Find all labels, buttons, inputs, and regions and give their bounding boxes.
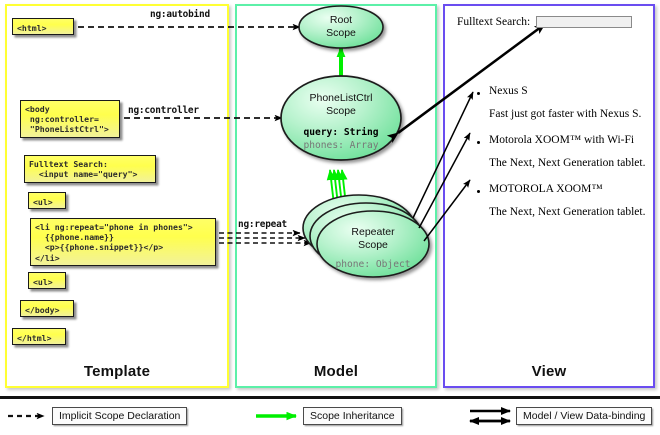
view-item-snippet-3: The Next, Next Generation tablet.: [489, 206, 646, 218]
arrow-binding-item-2: [418, 132, 471, 229]
repeater-scope-line2: Scope: [358, 239, 388, 251]
root-scope-node: Root Scope: [298, 5, 384, 49]
root-scope-line1: Root: [330, 14, 352, 26]
html-close-box: </html>: [12, 328, 66, 345]
view-item-title-3: MOTOROLA XOOM™: [489, 183, 603, 195]
phonelistctrl-scope-phones-prop: phones: Array: [303, 140, 378, 151]
legend-implicit-scope-declaration: Implicit Scope Declaration: [52, 407, 188, 425]
arrow-binding-query-input: [386, 22, 546, 143]
body-close-box: </body>: [20, 300, 74, 317]
repeater-scope-line1: Repeater: [351, 226, 395, 238]
phonelistctrl-scope-node: PhoneListCtrl Scope query: String phones…: [280, 75, 402, 161]
ng-repeat-label: ng:repeat: [238, 219, 287, 230]
view-search-row: Fulltext Search:: [457, 16, 633, 28]
view-search-input[interactable]: [536, 16, 633, 28]
fulltext-search-box: Fulltext Search: <input name="query">: [24, 155, 156, 183]
legend-scope-inheritance: Scope Inheritance: [303, 407, 402, 425]
arrow-binding-item-3: [423, 179, 471, 242]
repeater-scope-phone-prop: phone: Object: [335, 259, 410, 270]
view-bullet-icon: [477, 141, 481, 145]
ul-open-box: <ul>: [28, 192, 66, 209]
phonelistctrl-scope-line1: PhoneListCtrl: [309, 92, 372, 104]
view-item-snippet-2: The Next, Next Generation tablet.: [489, 157, 646, 169]
arrow-binding-item-1: [412, 91, 474, 219]
legend-arrows: [8, 407, 511, 425]
view-panel-content: Fulltext Search: Nexus S Fast just got f…: [449, 10, 649, 340]
view-bullet-icon: [477, 92, 481, 96]
legend-divider: [0, 396, 660, 399]
view-item-title-2: Motorola XOOM™ with Wi-Fi: [489, 134, 635, 146]
view-bullet-icon: [477, 190, 481, 194]
column-model-label: Model: [313, 363, 359, 380]
ng-controller-label: ng:controller: [128, 105, 199, 116]
legend: Implicit Scope Declaration Scope Inherit…: [0, 396, 660, 435]
view-item-snippet-1: Fast just got faster with Nexus S.: [489, 108, 642, 120]
repeater-scope-node: Repeater Scope phone: Object: [302, 194, 430, 278]
root-scope-line2: Scope: [326, 27, 356, 39]
column-template-label: Template: [83, 363, 151, 380]
html-open-box: <html>: [12, 18, 74, 35]
phonelistctrl-scope-line2: Scope: [326, 105, 356, 117]
ng-autobind-label: ng:autobind: [150, 9, 210, 20]
body-controller-box: <body ng:controller= "PhoneListCtrl">: [20, 100, 120, 138]
column-view-label: View: [531, 363, 567, 380]
phonelistctrl-scope-query-prop: query: String: [303, 126, 378, 138]
li-repeat-box: <li ng:repeat="phone in phones"> {{phone…: [30, 218, 216, 266]
legend-data-binding: Model / View Data-binding: [516, 407, 653, 425]
view-item-title-1: Nexus S: [489, 85, 528, 97]
view-search-label: Fulltext Search:: [457, 16, 531, 28]
arrow-ng-repeat: [219, 229, 312, 247]
ul-close-box: <ul>: [28, 272, 66, 289]
